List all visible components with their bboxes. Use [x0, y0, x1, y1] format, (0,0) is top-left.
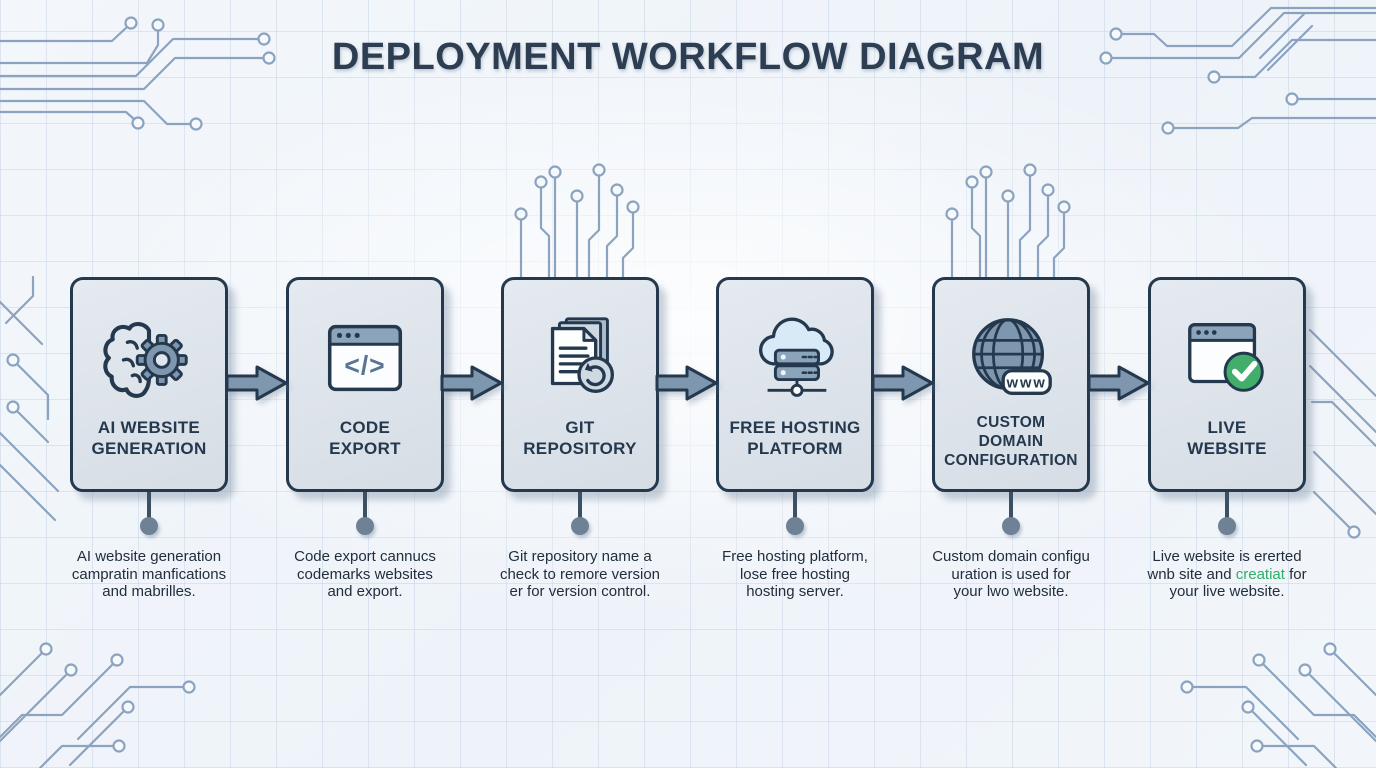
- code-glyph: </>: [344, 351, 385, 381]
- step-description-post: for your live website.: [1169, 565, 1307, 601]
- step-label: AI WEBSITE GENERATION: [91, 418, 207, 458]
- globe-www-icon: www: [962, 306, 1060, 410]
- step-box-ai-website-generation: AI WEBSITE GENERATION: [70, 277, 228, 492]
- step-description: Free hosting platform, lose free hosting…: [722, 548, 868, 600]
- step-description-highlight: creatiat: [1235, 565, 1285, 583]
- step-description: Git repository name a check to remore ve…: [499, 548, 661, 600]
- step-description-pre: Live website is ererted wnb site and: [1147, 548, 1302, 583]
- step-box-git-repository: GIT REPOSITORY: [501, 277, 659, 492]
- connector-stem: [1225, 492, 1229, 520]
- check-circle: [1223, 351, 1264, 392]
- connector-dot: [140, 517, 158, 535]
- step-description: AI website generation campratin manficat…: [71, 548, 227, 600]
- step-label: LIVE WEBSITE: [1187, 418, 1267, 458]
- connector-dot: [786, 517, 804, 535]
- connector-stem: [578, 492, 582, 520]
- connector-stem: [793, 492, 797, 520]
- flow-arrow-icon: [871, 365, 934, 401]
- connector-stem: [363, 492, 367, 520]
- step-label: GIT REPOSITORY: [523, 418, 637, 458]
- step-label: CUSTOM DOMAIN CONFIGURATION: [944, 414, 1078, 469]
- connector-dot: [1218, 517, 1236, 535]
- step-box-live-website: LIVE WEBSITE: [1148, 277, 1306, 492]
- step-box-free-hosting-platform: FREE HOSTING PLATFORM: [716, 277, 874, 492]
- www-badge-label: www: [1006, 375, 1047, 391]
- connector-stem: [1009, 492, 1013, 520]
- connector-dot: [356, 517, 374, 535]
- code-window-icon: </>: [316, 306, 414, 410]
- step-description: Live website is ererted wnb site and cre…: [1107, 548, 1347, 601]
- step-description: Custom domain configu uration is used fo…: [932, 548, 1090, 600]
- step-box-custom-domain-configuration: www CUSTOM DOMAIN CONFIGURATION: [932, 277, 1090, 492]
- page-title: DEPLOYMENT WORKFLOW DIAGRAM: [331, 36, 1045, 78]
- flow-arrow-icon: [440, 365, 503, 401]
- step-box-code-export: </> CODE EXPORT: [286, 277, 444, 492]
- connector-dot: [571, 517, 589, 535]
- flow-arrow-icon: [225, 365, 288, 401]
- step-description: Code export cannucs codemarks websites a…: [294, 548, 436, 600]
- flow-arrow-icon: [1087, 365, 1150, 401]
- step-label: FREE HOSTING PLATFORM: [729, 418, 861, 458]
- connector-stem: [147, 492, 151, 520]
- step-label: CODE EXPORT: [329, 418, 401, 458]
- flow-arrow-icon: [655, 365, 718, 401]
- documents-history-icon: [531, 306, 629, 410]
- brain-gear-icon: [100, 306, 198, 410]
- browser-check-icon: [1178, 306, 1276, 410]
- cloud-server-icon: [746, 306, 844, 410]
- connector-dot: [1002, 517, 1020, 535]
